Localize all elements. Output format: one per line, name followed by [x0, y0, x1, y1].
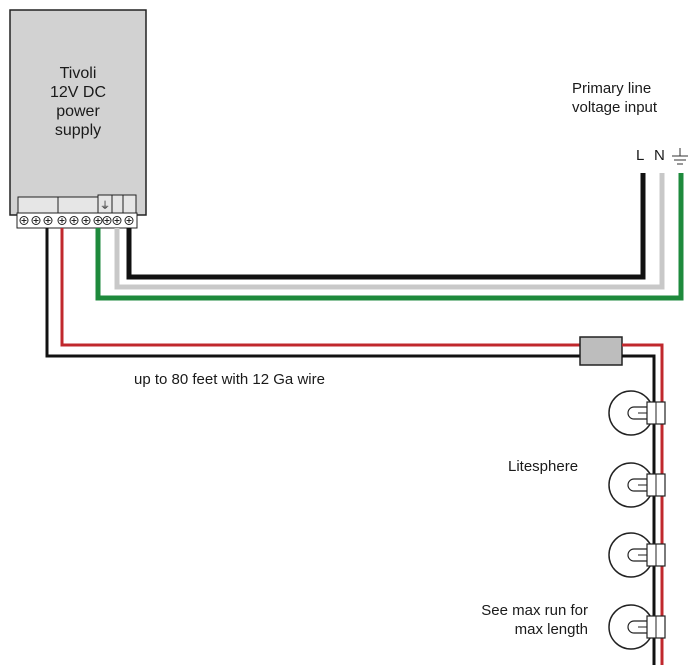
power-supply-title-line: supply — [54, 122, 102, 139]
terminal-strip: ⏚ — [16, 194, 138, 229]
terminal-ground-icon: ⏚ — [100, 200, 110, 212]
power-supply: ⏚ — [9, 9, 147, 229]
litesphere-bulb — [627, 478, 647, 492]
power-supply-body — [9, 9, 147, 216]
screw-slot — [126, 218, 132, 223]
screw-slot — [83, 218, 89, 223]
neutral-wire — [114, 173, 665, 290]
primary-input-label: Primary line voltage input — [572, 79, 657, 117]
litesphere-fixture — [608, 462, 666, 508]
litesphere-fixture — [608, 532, 666, 578]
litesphere-bulb — [627, 620, 647, 634]
neutral-terminal-label: N — [654, 147, 665, 164]
ground-wire — [95, 173, 684, 301]
screw-slot — [104, 218, 110, 223]
primary-wiring — [95, 173, 684, 301]
wire-connector — [579, 336, 623, 366]
litesphere-bulb — [627, 548, 647, 562]
power-supply-title: Tivoli 12V DC power supply — [10, 64, 146, 140]
screw-slot — [21, 218, 27, 223]
screw-slot — [33, 218, 39, 223]
max-run-label-line: See max run for — [481, 602, 588, 619]
primary-input-label-line: Primary line — [572, 80, 652, 97]
negative-wire — [45, 228, 581, 358]
run-length-label: up to 80 feet with 12 Ga wire — [134, 371, 325, 388]
litesphere-fixture — [608, 604, 666, 650]
positive-wire — [60, 228, 581, 347]
max-run-label: See max run for max length — [468, 601, 588, 639]
ground-symbol-icon — [672, 148, 688, 165]
litesphere-bulb — [627, 406, 647, 420]
max-run-label-line: max length — [514, 621, 588, 638]
terminal-screws — [19, 216, 134, 225]
litesphere-fixture — [608, 390, 666, 436]
power-supply-title-line: 12V DC — [49, 84, 107, 101]
screw-slot — [114, 218, 120, 223]
power-supply-title-line: Tivoli — [59, 65, 97, 82]
fixture-label: Litesphere — [508, 458, 579, 475]
screw-slot — [71, 218, 77, 223]
power-supply-title-line: power — [56, 103, 100, 120]
screw-slot — [95, 218, 101, 223]
screw-slot — [45, 218, 51, 223]
litesphere-fixtures — [608, 390, 666, 650]
screw-slot — [59, 218, 65, 223]
primary-input-label-line: voltage input — [572, 99, 658, 116]
line-wire — [126, 173, 646, 280]
line-terminal-label: L — [636, 147, 645, 164]
dc-output-wiring — [45, 228, 664, 665]
